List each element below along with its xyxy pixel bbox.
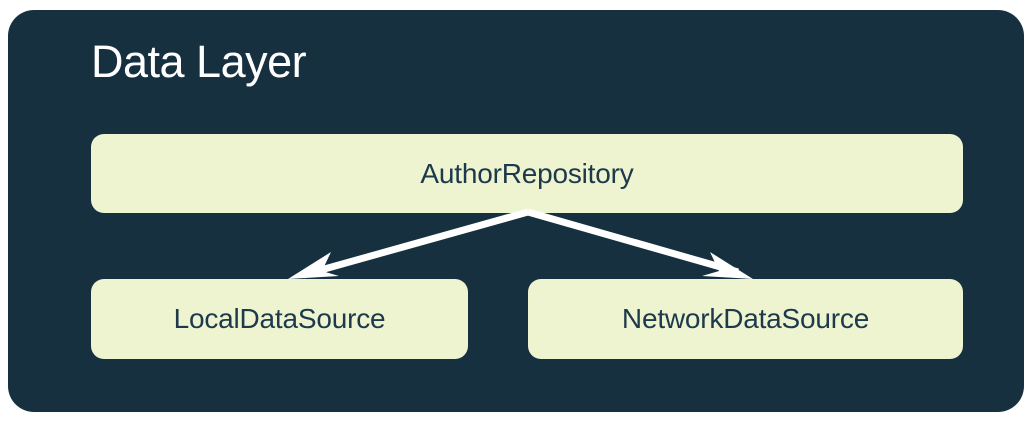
node-label: AuthorRepository	[420, 157, 634, 189]
node-label: LocalDataSource	[173, 303, 386, 334]
node-network-data-source[interactable]: NetworkDataSource	[528, 279, 963, 359]
node-local-data-source[interactable]: LocalDataSource	[91, 279, 468, 359]
node-author-repository[interactable]: AuthorRepository	[91, 134, 963, 213]
node-label: NetworkDataSource	[621, 303, 870, 334]
page-title: Data Layer	[91, 36, 307, 87]
